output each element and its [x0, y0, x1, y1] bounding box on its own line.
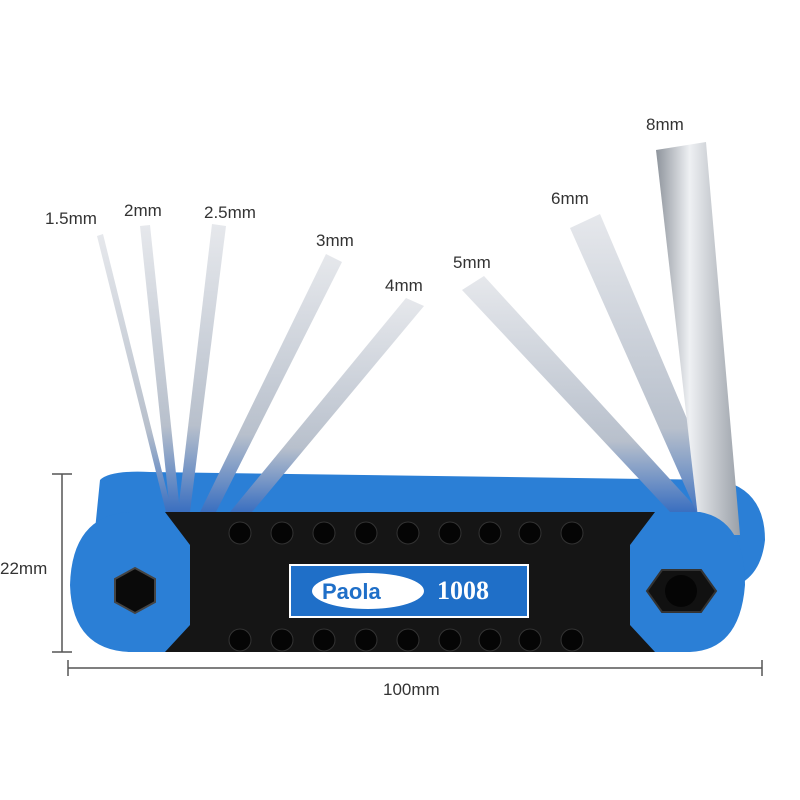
model-number: 1008	[437, 576, 489, 605]
right-nut-bolt	[665, 575, 697, 607]
brand-logo: Paola	[322, 579, 381, 604]
size-label-6mm: 6mm	[551, 189, 589, 208]
hex-keys	[97, 142, 740, 535]
size-label-2mm: 2mm	[124, 201, 162, 220]
width-dimension-line	[67, 660, 763, 676]
height-dimension-label: 22mm	[0, 559, 48, 578]
size-label-8mm: 8mm	[646, 115, 684, 134]
size-label-4mm: 4mm	[385, 276, 423, 295]
size-label-3mm: 3mm	[316, 231, 354, 250]
width-dimension-label: 100mm	[383, 680, 440, 699]
logo-oval	[312, 573, 424, 609]
left-hex-socket-icon	[114, 566, 156, 615]
key-4mm	[230, 298, 424, 512]
size-label-2-5mm: 2.5mm	[204, 203, 256, 222]
key-2mm	[140, 225, 180, 512]
key-1-5mm	[97, 234, 172, 512]
size-label-5mm: 5mm	[453, 253, 491, 272]
height-dimension-line	[52, 473, 72, 653]
key-3mm	[200, 254, 342, 512]
key-8mm	[656, 142, 740, 535]
key-2-5mm	[178, 224, 226, 512]
key-5mm	[462, 276, 700, 512]
rivets	[228, 521, 584, 652]
size-label-1-5mm: 1.5mm	[45, 209, 97, 228]
